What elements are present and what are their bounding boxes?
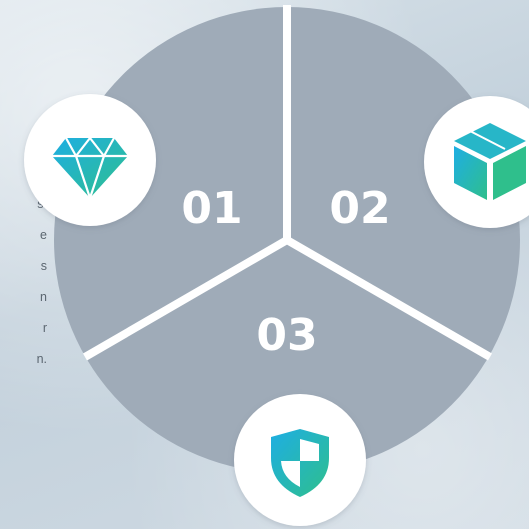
- side-text-line: e: [40, 228, 47, 242]
- segment-number-01: 01: [181, 183, 242, 234]
- box-icon: [454, 123, 526, 200]
- badge-02: [424, 96, 529, 228]
- segment-number-02: 02: [329, 183, 390, 234]
- side-text-line: n: [40, 290, 47, 304]
- side-text-line: n.: [36, 352, 47, 366]
- segment-number-03: 03: [256, 310, 317, 361]
- badge-03: [234, 394, 366, 526]
- badge-01: [24, 94, 156, 226]
- side-text-line: s: [40, 259, 47, 273]
- divider-left: [82, 236, 290, 361]
- segment-dividers: [82, 5, 492, 361]
- side-text-line: r: [42, 321, 47, 335]
- divider-right: [285, 236, 492, 361]
- shield-icon: [271, 429, 329, 497]
- diamond-icon: [52, 136, 128, 199]
